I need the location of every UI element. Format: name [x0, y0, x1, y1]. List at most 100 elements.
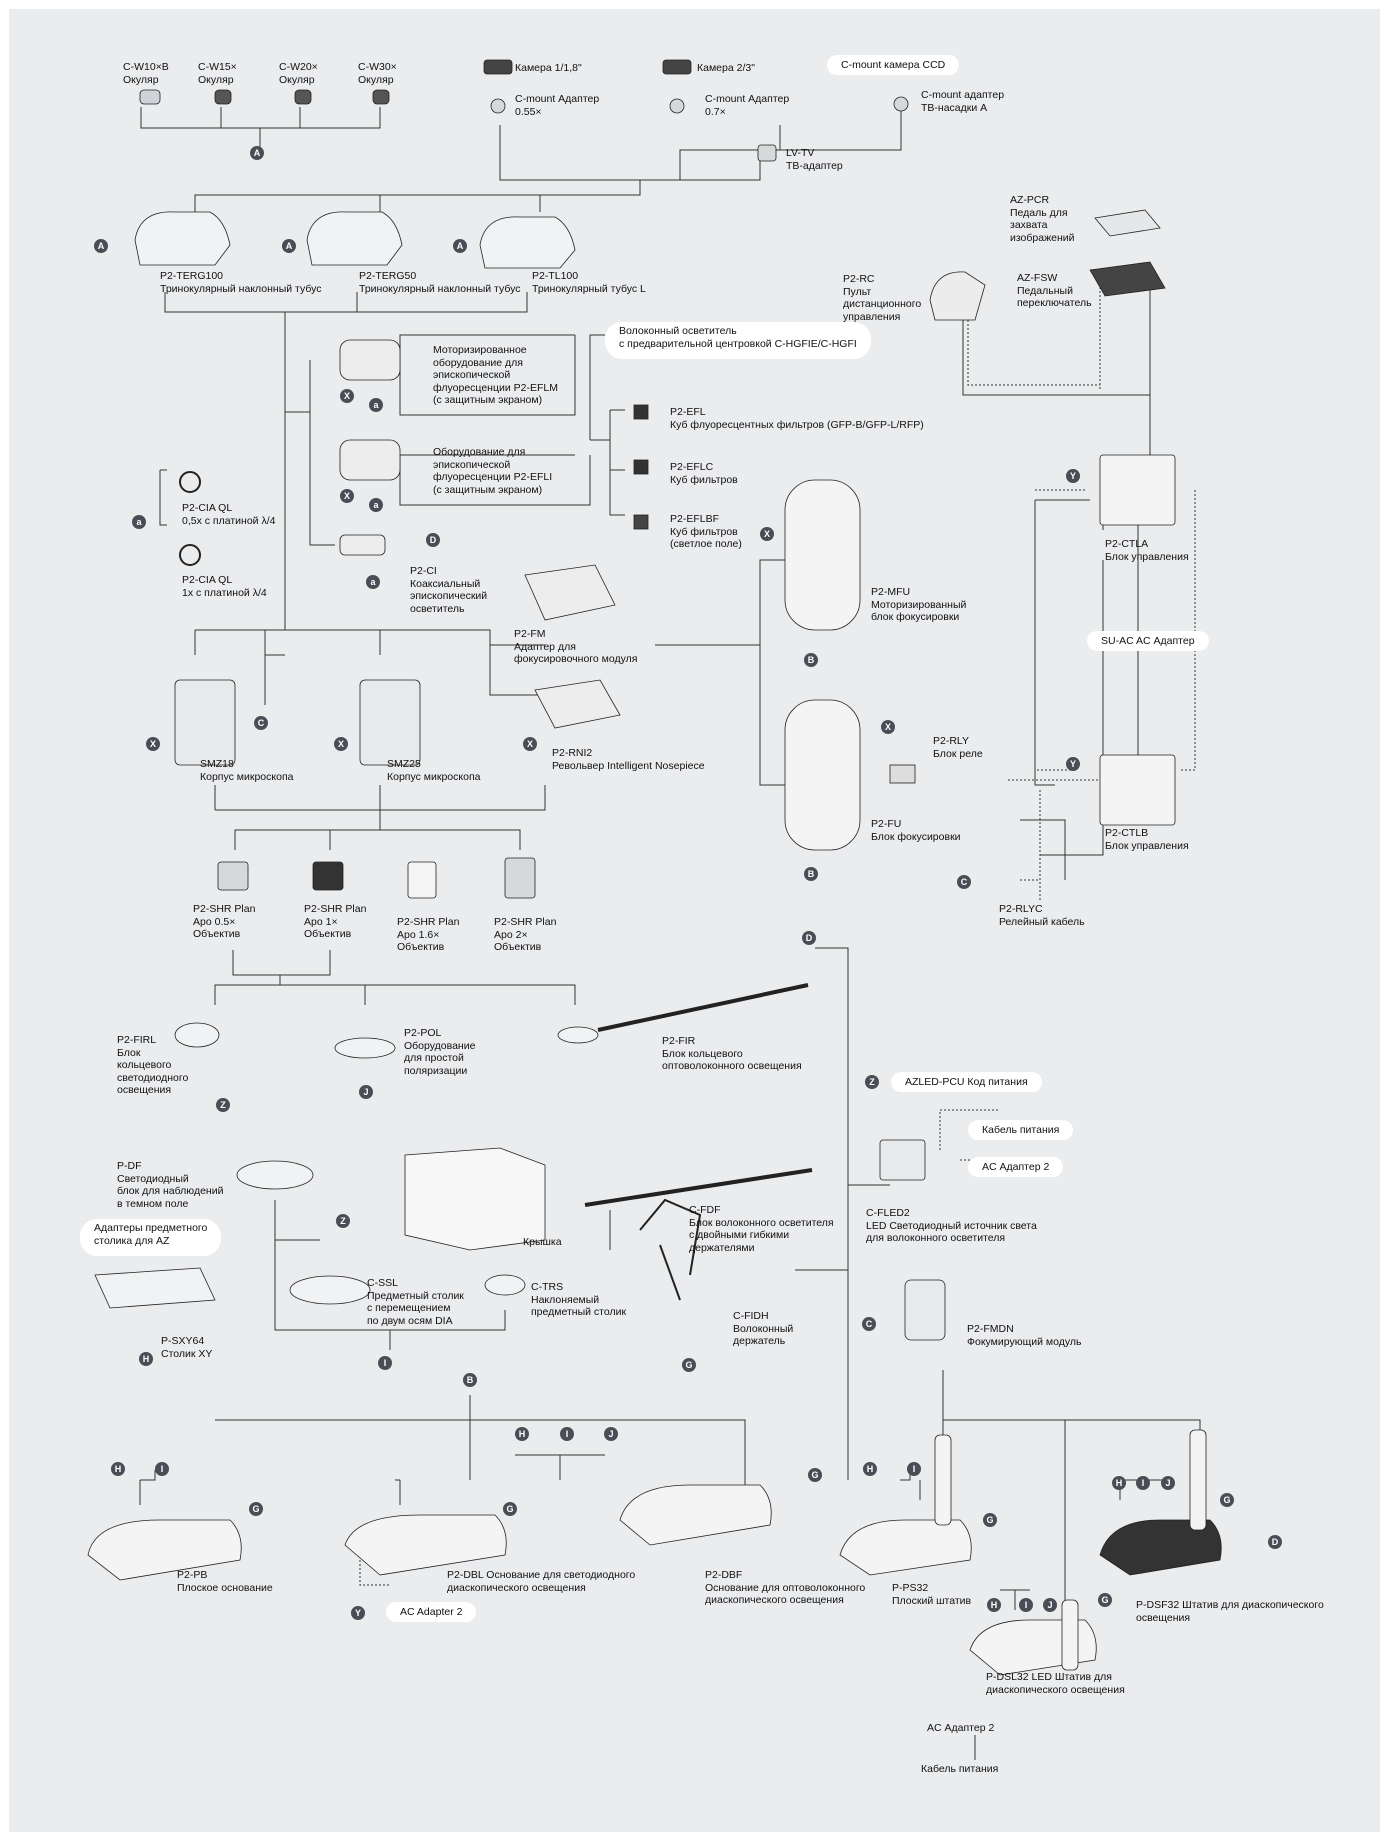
cmount-07-label: C-mount Адаптер 0.7×	[705, 93, 790, 118]
rlyc-label: P2-RLYC Релейный кабель	[999, 903, 1085, 928]
badge-x: X	[340, 489, 354, 503]
obj16-label: P2-SHR Plan Apo 1.6× Объектив	[397, 916, 460, 953]
badge-j: J	[1043, 1598, 1057, 1612]
dsl32-label: P-DSL32 LED Штатив для диаскопического о…	[986, 1671, 1125, 1696]
badge-d: D	[426, 533, 440, 547]
badge-h: H	[515, 1427, 529, 1441]
terg100-label: P2-TERG100 Тринокулярный наклонный тубус	[160, 270, 322, 295]
badge-j: J	[604, 1427, 618, 1441]
badge-i: I	[155, 1462, 169, 1476]
dbf-label: P2-DBF Основание для оптоволоконного диа…	[705, 1569, 866, 1606]
badge-i: I	[378, 1356, 392, 1370]
eyepiece-w15-label: C-W15× Окуляр	[198, 61, 237, 86]
badge-x: X	[146, 737, 160, 751]
azled-pcu-pill: AZLED-PCU Код питания	[891, 1072, 1042, 1092]
badge-i: I	[1019, 1598, 1033, 1612]
obj2-label: P2-SHR Plan Apo 2× Объектив	[494, 916, 557, 953]
badge-y: Y	[1066, 757, 1080, 771]
smz25-label: SMZ25 Корпус микроскопа	[387, 758, 481, 783]
dbl-label: P2-DBL Основание для светодиодного диаск…	[447, 1569, 636, 1594]
badge-i: I	[1136, 1476, 1150, 1490]
badge-z: Z	[336, 1214, 350, 1228]
camera-1-18-label: Камера 1/1,8"	[515, 62, 582, 74]
ac-adapter2-en-pill: AC Adapter 2	[386, 1602, 477, 1622]
badge-g: G	[249, 1502, 263, 1516]
badge-h: H	[987, 1598, 1001, 1612]
badge-c: C	[862, 1317, 876, 1331]
badge-a-small: a	[369, 498, 383, 512]
badge-i: I	[907, 1462, 921, 1476]
az-fsw-label: AZ-FSW Педальный переключатель	[1017, 272, 1092, 309]
lv-tv-label: LV-TV ТВ-адаптер	[786, 147, 843, 172]
badge-c: C	[254, 716, 268, 730]
badge-j: J	[1161, 1476, 1175, 1490]
badge-h: H	[863, 1462, 877, 1476]
dsf32-label: P-DSF32 Штатив для диаскопического освещ…	[1136, 1599, 1324, 1624]
badge-h: H	[139, 1352, 153, 1366]
obj05-label: P2-SHR Plan Apo 0.5× Объектив	[193, 903, 256, 940]
badge-i: I	[560, 1427, 574, 1441]
efli-label: Оборудование для эпископической флуоресц…	[433, 446, 553, 496]
fled2-label: C-FLED2 LED Светодиодный источник света …	[866, 1207, 1037, 1244]
trs-label: C-TRS Наклоняемый предметный столик	[531, 1281, 627, 1318]
efl-label: P2-EFL Куб флуоресцентных фильтров (GFP-…	[670, 406, 924, 431]
badge-z: Z	[865, 1075, 879, 1089]
cmount-a-label: C-mount адаптер ТВ-насадки А	[921, 89, 1005, 114]
badge-a-small: a	[366, 575, 380, 589]
badge-b: B	[804, 653, 818, 667]
badge-c: C	[957, 875, 971, 889]
badge-a-small: a	[132, 515, 146, 529]
fiber-illuminator-pill: Волоконный осветитель с предварительной …	[605, 322, 871, 359]
eflbf-label: P2-EFLBF Куб фильтров (светлое поле)	[670, 513, 742, 550]
eflm-label: Моторизированное оборудование для эписко…	[433, 344, 558, 406]
power-cable-bottom-label: Кабель питания	[921, 1763, 999, 1775]
badge-d: D	[1268, 1535, 1282, 1549]
badge-x: X	[340, 389, 354, 403]
smz18-label: SMZ18 Корпус микроскопа	[200, 758, 294, 783]
stage-adapters-pill: Адаптеры предметного столика для AZ	[80, 1219, 222, 1256]
badge-a-upper: A	[250, 146, 264, 160]
ac-adapter2-pill: AC Адаптер 2	[968, 1157, 1064, 1177]
fir-label: P2-FIR Блок кольцевого оптоволоконного о…	[662, 1035, 802, 1072]
terg50-label: P2-TERG50 Тринокулярный наклонный тубус	[359, 270, 521, 295]
badge-b: B	[463, 1373, 477, 1387]
badge-y: Y	[351, 1606, 365, 1620]
sxy64-label: P-SXY64 Столик XY	[161, 1335, 213, 1360]
pdf-label: P-DF Светодиодный блок для наблюдений в …	[117, 1160, 224, 1210]
badge-x: X	[760, 527, 774, 541]
ac-adapter2-bottom-label: AC Адаптер 2	[927, 1722, 995, 1734]
badge-g: G	[682, 1358, 696, 1372]
p2-fm-label: P2-FM Адаптер для фокусировочного модуля	[514, 628, 638, 665]
badge-a: A	[282, 239, 296, 253]
cmount-055-label: C-mount Адаптер 0.55×	[515, 93, 600, 118]
badge-x: X	[334, 737, 348, 751]
badge-g: G	[1098, 1593, 1112, 1607]
badge-g: G	[808, 1468, 822, 1482]
su-ac-adapter-pill: SU-AC AC Адаптер	[1087, 631, 1209, 651]
obj1-label: P2-SHR Plan Apo 1× Объектив	[304, 903, 367, 940]
eyepiece-w30-label: C-W30× Окуляр	[358, 61, 397, 86]
ssl-label: C-SSL Предметный столик с перемещением п…	[367, 1277, 464, 1327]
badge-h: H	[111, 1462, 125, 1476]
ccd-camera-pill: C-mount камера CCD	[827, 55, 960, 75]
eyepiece-w20-label: C-W20× Окуляр	[279, 61, 318, 86]
badge-z: Z	[216, 1098, 230, 1112]
badge-a-small: a	[369, 398, 383, 412]
power-cable-pill: Кабель питания	[968, 1120, 1074, 1140]
cia-05-label: P2-CIA QL 0,5x с платиной λ/4	[182, 502, 276, 527]
badge-g: G	[1220, 1493, 1234, 1507]
cover-label: Крышка	[523, 1236, 562, 1248]
p2-ci-label: P2-CI Коаксиальный эпископический освети…	[410, 565, 488, 615]
ctlb-label: P2-CTLB Блок управления	[1105, 827, 1189, 852]
rni2-label: P2-RNI2 Револьвер Intelligent Nosepiece	[552, 747, 705, 772]
eyepiece-w10-label: C-W10×B Окуляр	[123, 61, 169, 86]
rly-label: P2-RLY Блок реле	[933, 735, 983, 760]
badge-b: B	[804, 867, 818, 881]
pol-label: P2-POL Оборудование для простой поляриза…	[404, 1027, 476, 1077]
badge-g: G	[983, 1513, 997, 1527]
badge-j: J	[359, 1085, 373, 1099]
ps32-label: P-PS32 Плоский штатив	[892, 1582, 972, 1607]
az-pcr-label: AZ-PCR Педаль для захвата изображений	[1010, 194, 1075, 244]
